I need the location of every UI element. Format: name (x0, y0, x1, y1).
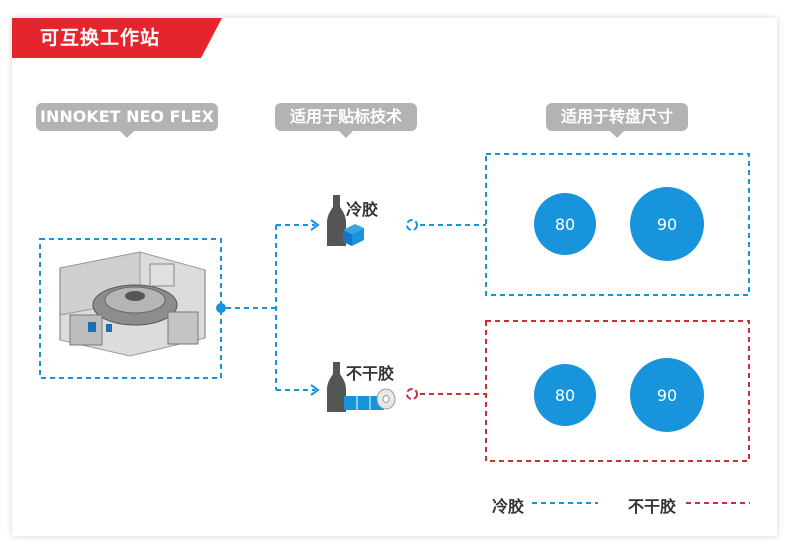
size-box-cold-glue (485, 153, 750, 296)
size-circle-adhesive-80: 80 (534, 364, 596, 426)
arrow-head-lower (310, 384, 320, 396)
legend-label-self-adhesive: 不干胶 (628, 497, 677, 516)
branch-label-cold-glue: 冷胶 (346, 200, 379, 219)
machine-frame (39, 238, 222, 379)
connector-dot (216, 303, 226, 313)
column-tag-machine: INNOKET NEO FLEX (36, 103, 218, 138)
size-circle-cold-90: 90 (630, 187, 704, 261)
column-tag-turntable: 适用于转盘尺寸 (546, 103, 688, 138)
bottle-icon-cold-glue (327, 195, 364, 246)
size-circle-cold-80: 80 (534, 193, 596, 255)
broken-ring-upper (406, 219, 418, 231)
arrow-head-upper (310, 219, 320, 231)
broken-ring-lower (406, 388, 418, 400)
machine-image (59, 251, 206, 357)
size-circle-adhesive-90: 90 (630, 358, 704, 432)
column-tag-technique: 适用于贴标技术 (275, 103, 417, 138)
page-title: 可互换工作站 (12, 18, 222, 58)
size-box-self-adhesive (485, 320, 750, 462)
legend-label-cold-glue: 冷胶 (492, 497, 525, 516)
bottle-icon-self-adhesive (327, 362, 396, 412)
branch-label-self-adhesive: 不干胶 (346, 364, 395, 383)
